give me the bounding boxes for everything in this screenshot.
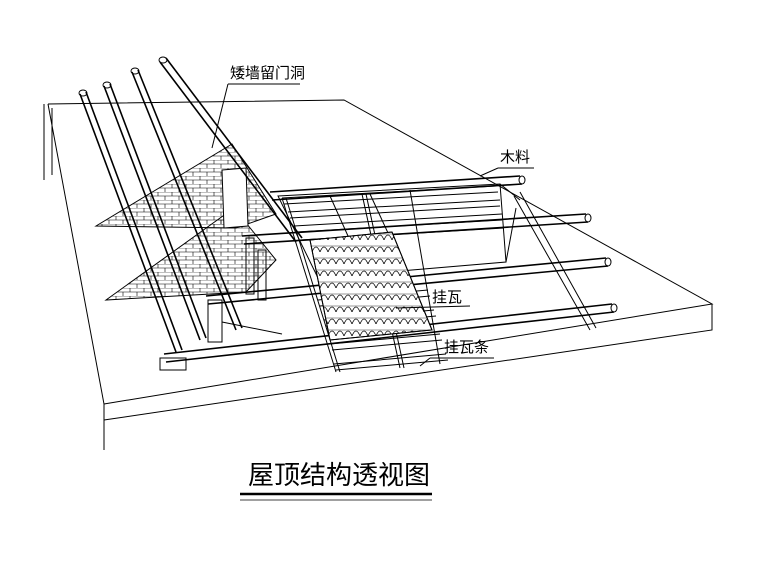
label-hanging-tile: 挂瓦 (432, 288, 462, 306)
rafters (78, 56, 303, 353)
door-opening (221, 167, 249, 229)
roof-slab (43, 99, 714, 450)
label-tile-batten: 挂瓦条 (444, 338, 489, 356)
label-dwarf-wall-door: 矮墙留门洞 (230, 64, 305, 82)
label-timber: 木料 (500, 148, 530, 166)
drawing-title: 屋顶结构透视图 (248, 461, 430, 491)
leader-lines (211, 83, 534, 367)
posts (207, 191, 597, 343)
